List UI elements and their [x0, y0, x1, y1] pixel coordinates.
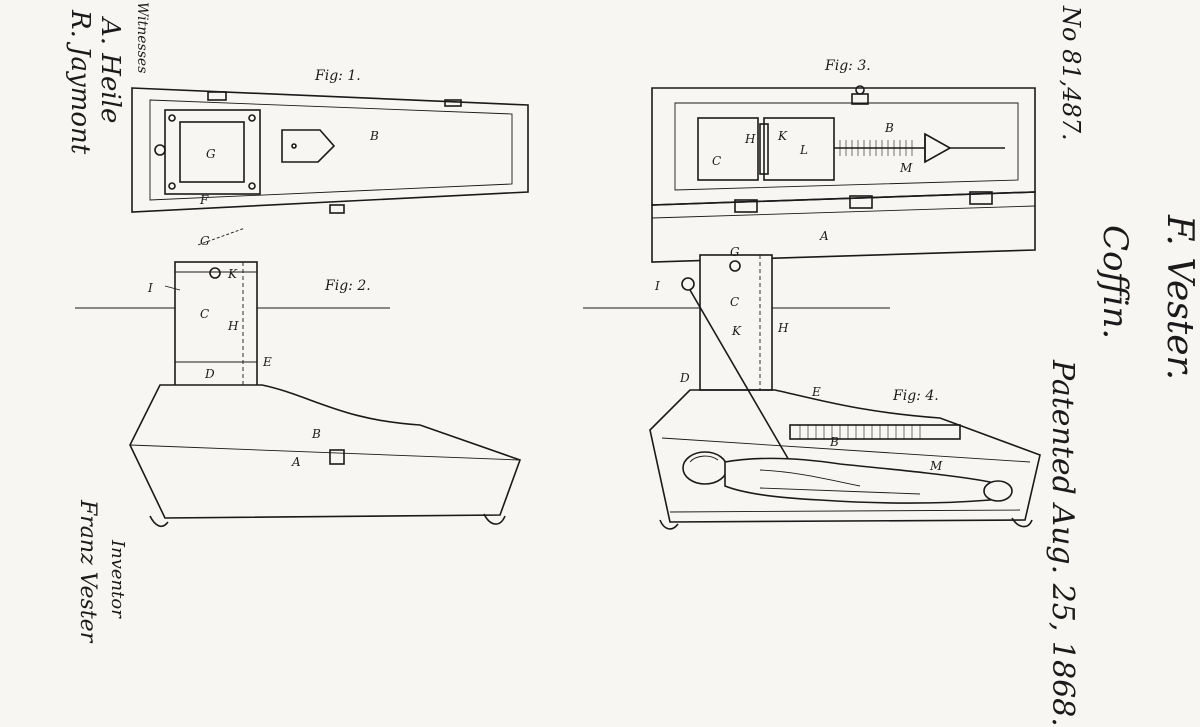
- witness-signature-2: R. Jaymont: [65, 10, 95, 155]
- fig-4-bell-cord: [689, 289, 791, 463]
- inventor-name: F. Vester.: [1159, 215, 1200, 381]
- figure-2: Fig: 2. G I K C H D E B A: [75, 227, 522, 528]
- fig-2-letter-g: G: [200, 234, 210, 248]
- fig-4-letter-k: K: [731, 324, 742, 338]
- fig-3-letter-l: L: [799, 143, 808, 157]
- patent-drawing-sheet: Fig: 1. G B F Fig: 2.: [75, 58, 1041, 530]
- fig-2-letter-a: A: [291, 455, 301, 469]
- fig-4-coffin-section: [649, 389, 1041, 523]
- fig-2-letter-h: H: [227, 319, 239, 333]
- witnesses-label: Witnesses: [134, 2, 150, 74]
- fig-2-air-shaft: [174, 261, 258, 389]
- fig-1-letter-f: F: [199, 193, 209, 207]
- fig-3-open-lid: [651, 191, 1036, 263]
- fig-2-letter-b: B: [311, 427, 321, 441]
- fig-2-letter-i: I: [147, 281, 153, 295]
- fig-3-letter-h: H: [744, 132, 756, 146]
- fig-1-name-plate: [281, 129, 336, 163]
- fig-1-inner-outline: [149, 99, 513, 201]
- fig-4-letter-c: C: [730, 295, 739, 309]
- figure-1: Fig: 1. G B F: [131, 68, 529, 214]
- fig-2-letter-e: E: [262, 355, 272, 369]
- fig-4-letter-m: M: [929, 459, 943, 473]
- fig-1-outer-outline: [131, 87, 529, 213]
- inventor-label: Inventor: [107, 540, 128, 618]
- patent-title: Coffin.: [1095, 225, 1135, 340]
- fig-3-letter-k: K: [777, 129, 788, 143]
- fig-1-window-glass: [179, 121, 245, 183]
- inventor-signature: Franz Vester: [75, 500, 100, 643]
- fig-4-letter-e: E: [811, 385, 821, 399]
- fig-4-letter-g: G: [730, 245, 740, 259]
- fig-4-spring: [789, 424, 961, 440]
- fig-3-letter-a: A: [819, 229, 829, 243]
- fig-2-letter-c: C: [200, 307, 209, 321]
- fig-3-letter-m: M: [899, 161, 913, 175]
- patent-date: Patented Aug. 25, 1868.: [1045, 360, 1080, 727]
- fig-3-letter-b: B: [884, 121, 894, 135]
- fig-2-label: Fig: 2.: [324, 278, 371, 294]
- fig-4-label: Fig: 4.: [892, 388, 939, 404]
- fig-1-label: Fig: 1.: [314, 68, 361, 84]
- fig-2-letter-d: D: [204, 367, 215, 381]
- figure-4: Fig: 4.: [583, 245, 1041, 530]
- fig-1-letter-b: B: [369, 129, 379, 143]
- figure-3: Fig: 3.: [651, 58, 1036, 263]
- fig-1-letter-g: G: [206, 147, 216, 161]
- fig-4-reclining-figure: [682, 451, 1013, 504]
- fig-3-label: Fig: 3.: [824, 58, 871, 74]
- fig-4-letter-d: D: [679, 371, 690, 385]
- fig-4-letter-h: H: [777, 321, 789, 335]
- fig-3-letter-c: C: [712, 154, 721, 168]
- patent-number: No 81,487.: [1057, 6, 1085, 141]
- fig-2-coffin-body: [129, 384, 522, 519]
- witness-signature-1: A. Heile: [95, 18, 125, 124]
- fig-4-letter-b: B: [829, 435, 839, 449]
- fig-2-letter-k: K: [227, 267, 238, 281]
- fig-4-letter-i: I: [654, 279, 660, 293]
